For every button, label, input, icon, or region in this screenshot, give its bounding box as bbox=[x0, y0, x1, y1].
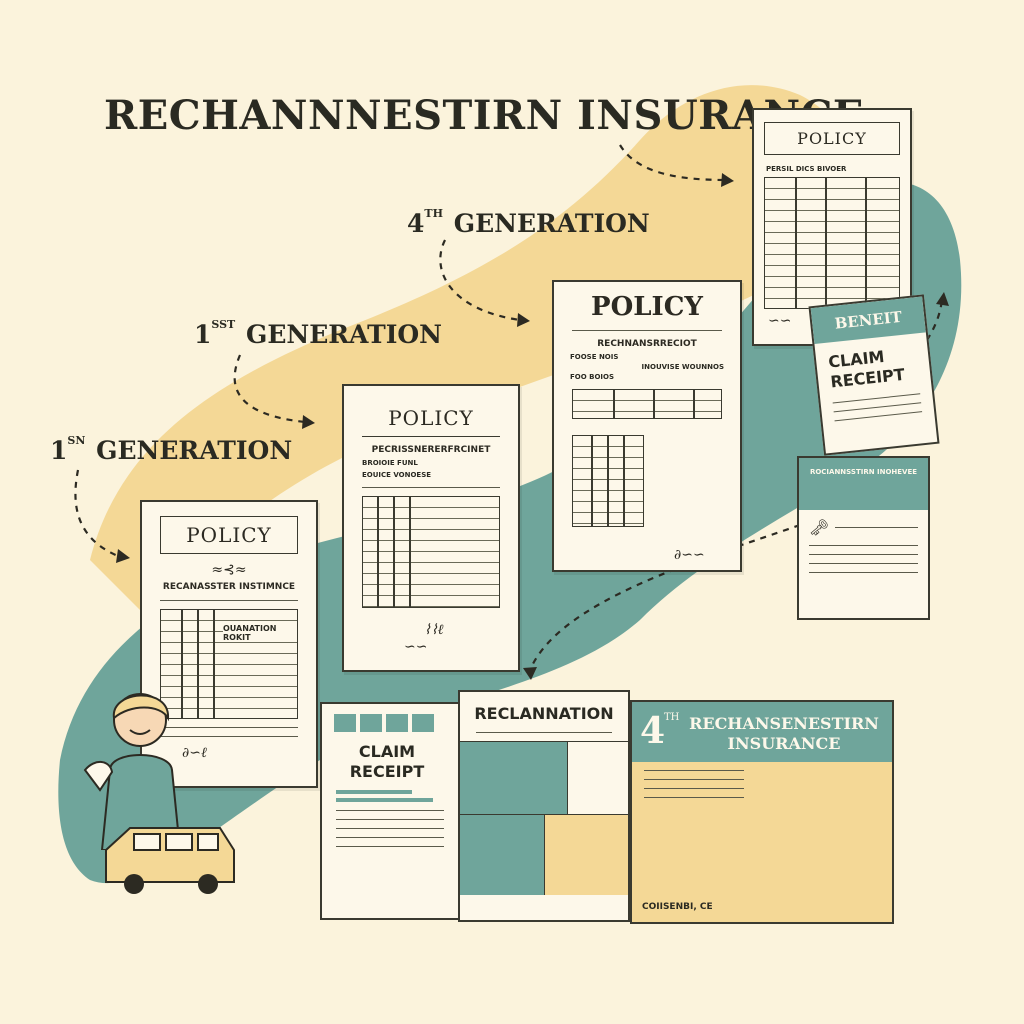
color-swatches bbox=[334, 714, 446, 732]
policy-heading: POLICY bbox=[160, 516, 298, 554]
page-title: RECHANNNESTIRN INSURANCE bbox=[104, 92, 864, 139]
text-lines bbox=[572, 330, 722, 331]
ornament-icon: ≈⊰≈ bbox=[211, 562, 247, 578]
arrowhead-5 bbox=[936, 292, 949, 306]
policy-table bbox=[764, 177, 900, 309]
policy-document-2: POLICY PECRISSNERERFRCINET BROIOIE FUNL … bbox=[342, 384, 520, 672]
booklet-footer: COIISENBI, CE bbox=[642, 902, 713, 912]
generation-label-1: 1SN GENERATION bbox=[50, 434, 293, 465]
booklet-number: 4 bbox=[640, 710, 666, 752]
text-lines bbox=[476, 732, 612, 733]
generation-suffix: SN bbox=[67, 434, 86, 447]
booklet-page-reclamation: RECLANNATION bbox=[458, 690, 630, 922]
policy-table: OUANATION ROKIT bbox=[160, 609, 298, 719]
claim-receipt-heading: CLAIM RECEIPT bbox=[349, 742, 425, 781]
photo-grid bbox=[460, 815, 628, 895]
arrow-4 bbox=[619, 144, 726, 182]
signature: ∽∽ bbox=[768, 313, 792, 329]
generation-number: 1 bbox=[50, 436, 68, 465]
generation-suffix: SST bbox=[211, 318, 236, 331]
benefit-banner: BENEIT bbox=[810, 296, 926, 345]
policy-meta: FOOSE NOIS bbox=[570, 353, 619, 361]
portrait-photo-2 bbox=[544, 815, 628, 895]
policy-table-small bbox=[572, 389, 722, 419]
generation-text: GENERATION bbox=[453, 209, 650, 238]
booklet-header: 4 TH RECHANSENESTIRN INSURANCE bbox=[632, 702, 892, 762]
policy-subtitle: RECANASSTER INSTIMNCE bbox=[162, 582, 296, 592]
policy-heading: POLICY bbox=[591, 292, 703, 322]
arrowhead-4 bbox=[721, 173, 734, 187]
booklet-number-suffix: TH bbox=[664, 712, 680, 723]
arrow-1 bbox=[74, 469, 119, 558]
booklet-page-insurance: 4 TH RECHANSENESTIRN INSURANCE COIISENBI… bbox=[630, 700, 894, 924]
arrow-3 bbox=[439, 239, 521, 322]
policy-meta: PERSIL DICS BIVOER bbox=[766, 165, 847, 173]
generation-label-3: 4TH GENERATION bbox=[407, 207, 650, 238]
policy-meta: EOUICE VONOESE bbox=[362, 471, 432, 479]
policy-subtitle: RECHNANSRRECIOT bbox=[597, 339, 697, 349]
key-icon: 🗝 bbox=[809, 518, 830, 537]
text-lines bbox=[832, 393, 923, 422]
benefit-claim-card: BENEIT CLAIM RECEIPT bbox=[808, 294, 940, 456]
policy-meta: INOUVISE WOUNNOS bbox=[641, 363, 724, 371]
arrowhead-3 bbox=[517, 313, 530, 327]
van-icon bbox=[105, 827, 235, 894]
policy-table bbox=[362, 496, 500, 608]
generation-label-2: 1SST GENERATION bbox=[194, 318, 443, 349]
reclamation-heading: RECLANNATION bbox=[474, 704, 614, 723]
text-lines bbox=[644, 770, 744, 798]
booklet-page-claim: CLAIM RECEIPT bbox=[320, 702, 460, 920]
generation-text: GENERATION bbox=[245, 320, 443, 349]
couple-photo bbox=[460, 742, 568, 814]
text-lines bbox=[160, 727, 298, 737]
signature: ∂∽∽ bbox=[674, 547, 705, 563]
policy-document-1: POLICY ≈⊰≈ RECANASSTER INSTIMNCE OUANATI… bbox=[140, 500, 318, 788]
text-lines bbox=[809, 545, 918, 573]
policy-table-columns bbox=[572, 435, 644, 527]
booklet-title: RECHANSENESTIRN INSURANCE bbox=[689, 714, 879, 753]
generation-text: GENERATION bbox=[96, 436, 293, 465]
customer-person-illustration bbox=[83, 693, 182, 850]
text-lines bbox=[160, 600, 298, 601]
arrowhead-2 bbox=[302, 415, 315, 429]
claim-receipt-label: CLAIM RECEIPT bbox=[827, 346, 906, 392]
policy-subtitle: PECRISSNERERFRCINET bbox=[371, 445, 491, 455]
table-row-label: OUANATION ROKIT bbox=[223, 624, 297, 642]
policy-document-3: POLICY RECHNANSRRECIOT FOOSE NOIS INOUVI… bbox=[552, 280, 742, 572]
portrait-photo-1 bbox=[460, 815, 545, 895]
insurance-card-title: ROCIANNSSTIRN INOHEVEE bbox=[809, 468, 918, 476]
signature: ∽∽ bbox=[404, 639, 428, 655]
policy-heading: POLICY bbox=[764, 122, 900, 155]
generation-number: 4 bbox=[407, 209, 425, 238]
arrowhead-6 bbox=[523, 667, 537, 680]
policy-heading: POLICY bbox=[362, 400, 500, 437]
generation-number: 1 bbox=[194, 320, 212, 349]
insurance-card-header: ROCIANNSSTIRN INOHEVEE bbox=[799, 458, 928, 510]
policy-meta: BROIOIE FUNL bbox=[362, 459, 418, 467]
insurance-card: ROCIANNSSTIRN INOHEVEE 🗝 bbox=[797, 456, 930, 620]
policy-meta: FOO BOIOS bbox=[570, 373, 615, 381]
signature: ⌇⌇ℓ bbox=[424, 622, 444, 638]
arrow-6 bbox=[528, 523, 801, 671]
highlight-bars bbox=[336, 790, 444, 802]
yellow-wave bbox=[90, 85, 860, 621]
arrowhead-1 bbox=[116, 549, 130, 563]
text-lines bbox=[362, 487, 500, 488]
photo-caption bbox=[568, 742, 628, 814]
insurance-card-key-row: 🗝 bbox=[809, 518, 918, 537]
text-lines bbox=[336, 810, 444, 847]
generation-suffix: TH bbox=[424, 207, 443, 220]
signature: ∂∽ℓ bbox=[182, 745, 207, 761]
photo-strip bbox=[460, 741, 628, 815]
